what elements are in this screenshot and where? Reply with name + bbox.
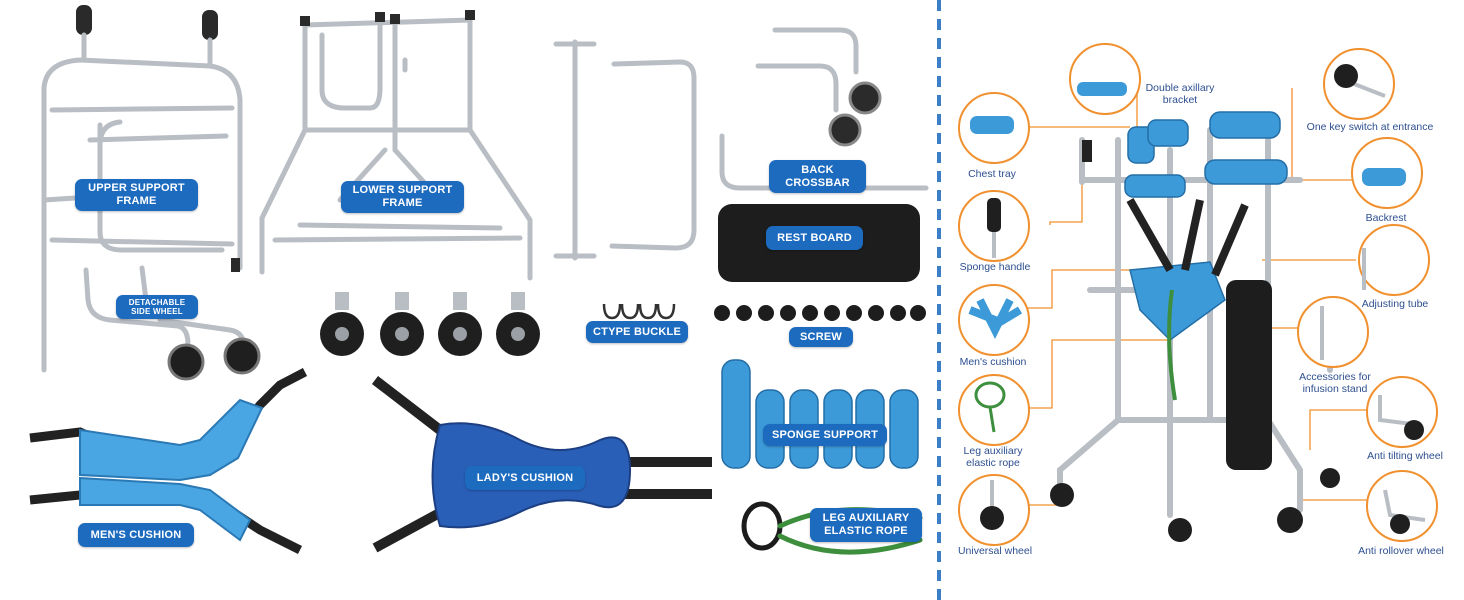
walker-chest-tray (1082, 140, 1092, 162)
c-buckles-graphic (602, 303, 676, 320)
callout-label-accessories-infusion: Accessories for infusion stand (1299, 371, 1371, 396)
label-back-crossbar: BACK CROSSBAR (769, 160, 866, 193)
callout-label-backrest: Backrest (1365, 212, 1407, 224)
callout-label-leg-auxiliary-elastic-rope: Leg auxiliary elastic rope (963, 445, 1023, 470)
label-screw: SCREW (789, 327, 853, 347)
walker-pads-graphic (1124, 111, 1288, 341)
walker-straps (1126, 198, 1249, 277)
callout-label-sponge-handle: Sponge handle (959, 261, 1031, 273)
callout-circle-mens-cushion (958, 284, 1030, 356)
tube-bars-graphic (553, 39, 697, 261)
callout-circle-double-axillary-bracket (1069, 43, 1141, 115)
screws-graphic (714, 305, 926, 321)
side-wheel-set-graphic (719, 27, 929, 191)
label-detachable-side-wheel: DETACHABLE SIDE WHEEL (116, 295, 198, 319)
label-lower-support-frame: LOWER SUPPORT FRAME (341, 181, 464, 213)
callout-label-double-axillary-bracket: Double axillary bracket (1145, 82, 1215, 107)
callout-label-universal-wheel: Universal wheel (957, 545, 1033, 557)
label-mens-cushion: MEN'S CUSHION (78, 523, 194, 547)
label-leg-auxiliary-elastic-rope: LEG AUXILIARY ELASTIC ROPE (810, 508, 922, 542)
callout-label-chest-tray: Chest tray (968, 168, 1016, 180)
callout-label-anti-rollover-wheel: Anti rollover wheel (1358, 545, 1444, 557)
label-ctype-buckle: CTYPE BUCKLE (586, 321, 688, 343)
section-divider (937, 0, 941, 600)
walker-wheels (1050, 468, 1340, 542)
label-rest-board: REST BOARD (766, 226, 863, 250)
callout-label-anti-tilting-wheel: Anti tilting wheel (1367, 450, 1443, 462)
callout-label-one-key-switch: One key switch at entrance (1306, 121, 1434, 133)
detachable-side-wheel-graphic (83, 265, 261, 381)
label-upper-support-frame: UPPER SUPPORT FRAME (75, 179, 198, 211)
callout-label-adjusting-tube: Adjusting tube (1361, 298, 1429, 310)
walker-green-rope (1167, 289, 1177, 401)
callout-circle-leg-auxiliary-elastic-rope (958, 374, 1030, 446)
label-sponge-support: SPONGE SUPPORT (763, 424, 887, 446)
walker-backrest-board (1226, 280, 1272, 470)
callout-circle-accessories-infusion (1297, 296, 1369, 368)
callout-circle-adjusting-tube (1358, 224, 1430, 296)
upper-support-frame-graphic (41, 5, 243, 373)
mens-cushion-graphic (29, 368, 308, 555)
caster-wheels-graphic (320, 292, 540, 356)
callout-label-mens-cushion: Men's cushion (959, 356, 1027, 368)
label-ladys-cushion: LADY'S CUSHION (465, 466, 585, 490)
